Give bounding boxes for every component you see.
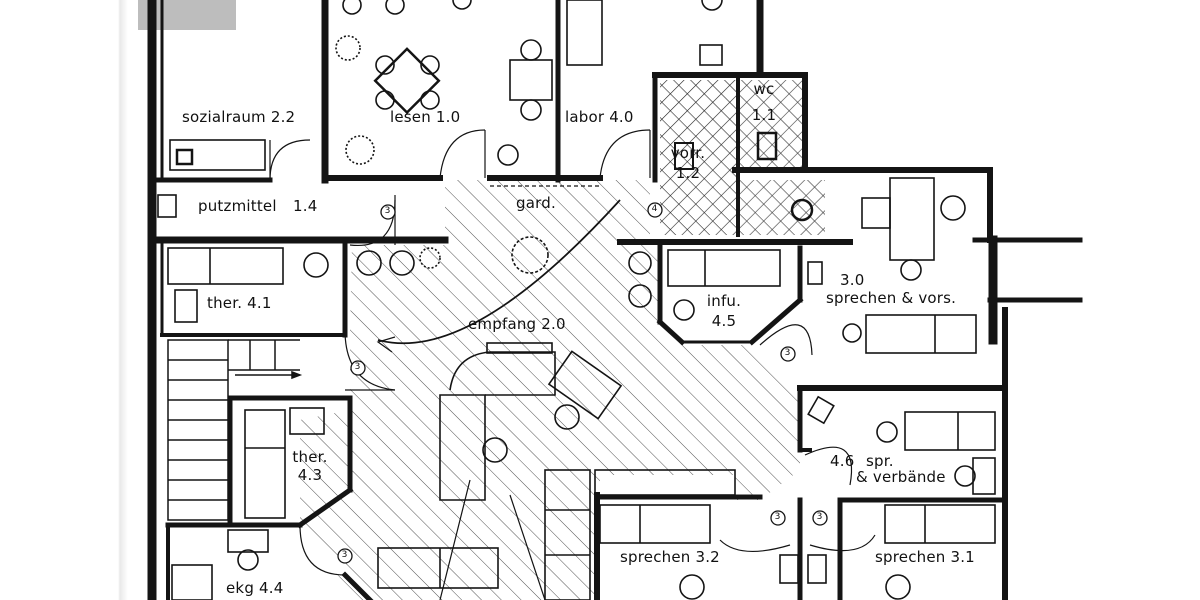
room-label-spr: spr.	[866, 452, 894, 470]
door-marker: 3	[784, 348, 791, 358]
room-label-wc: wc	[753, 80, 775, 98]
room-label-infu: infu.	[706, 292, 742, 310]
room-label-vorr-number: 1.2	[675, 164, 701, 182]
room-label-wc-number: 1.1	[751, 106, 777, 124]
room-label-spr-number: 4.6	[830, 452, 855, 470]
room-label-sprechen-3-2: sprechen 3.2	[620, 548, 720, 566]
room-label-sprechen-vors-number: 3.0	[840, 271, 865, 289]
room-label-putzmittel: putzmittel	[198, 197, 277, 215]
room-label-gard: gard.	[516, 194, 556, 212]
room-label-infu-number: 4.5	[711, 312, 737, 330]
room-label-putzmittel-number: 1.4	[293, 197, 318, 215]
room-label-ther-4-3-number: 4.3	[297, 466, 323, 484]
door-marker: 3	[774, 512, 781, 522]
door-marker: 3	[816, 512, 823, 522]
room-label-sprechen-vors: sprechen & vors.	[826, 289, 957, 307]
door-marker: 3	[354, 362, 361, 372]
door-swings	[269, 129, 876, 600]
furniture	[157, 0, 996, 600]
room-label-ther-4-3: ther.	[292, 448, 328, 466]
room-label-sprechen-3-1: sprechen 3.1	[875, 548, 975, 566]
wc-crosshatch	[740, 80, 802, 170]
room-label-ther-4-1: ther. 4.1	[207, 294, 272, 312]
room-label-labor: labor 4.0	[565, 108, 634, 126]
door-marker: 3	[341, 550, 348, 560]
room-label-ekg: ekg 4.4	[226, 579, 284, 597]
scan-edge	[0, 0, 130, 600]
empfang-hatch	[300, 180, 800, 600]
door-marker-circles	[337, 202, 828, 564]
room-label-sozialraum: sozialraum 2.2	[182, 108, 296, 126]
door-marker: 4	[651, 204, 658, 214]
door-marker: 3	[384, 206, 391, 216]
room-label-lesen: lesen 1.0	[390, 108, 461, 126]
room-label-vorr: vorr.	[670, 144, 706, 162]
walls	[147, 0, 1083, 600]
room-label-verbaende: & verbände	[856, 468, 946, 486]
room-label-empfang: empfang 2.0	[468, 315, 566, 333]
vorr-crosshatch	[660, 80, 738, 235]
staircase	[167, 339, 303, 521]
